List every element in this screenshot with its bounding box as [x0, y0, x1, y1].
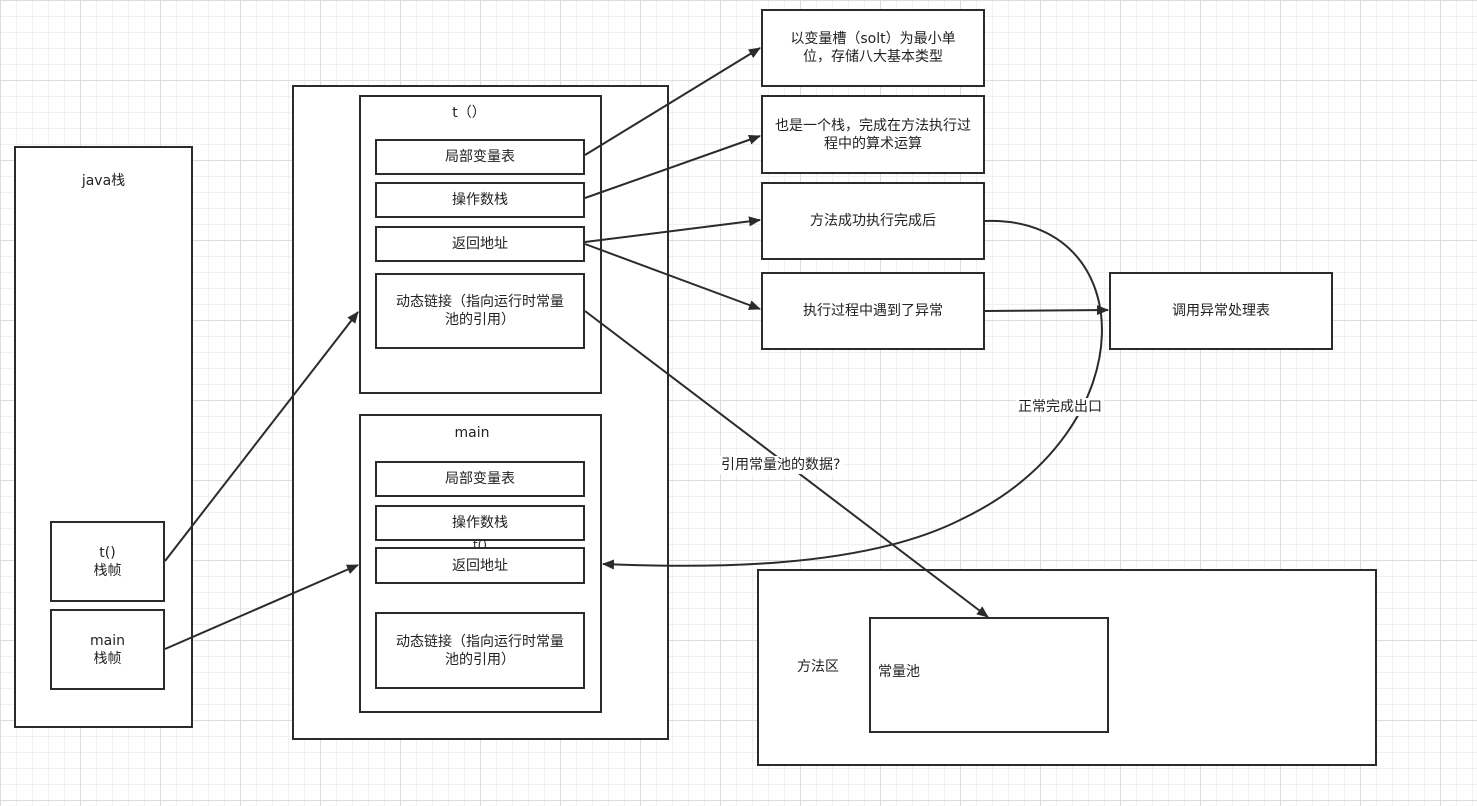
- constant-pool-label: 常量池: [878, 664, 920, 680]
- edge-label-const-ref: 引用常量池的数据?: [719, 456, 843, 474]
- frame-main-local-vars[interactable]: 局部变量表: [375, 461, 585, 497]
- note-exception-table[interactable]: 调用异常处理表: [1109, 272, 1333, 350]
- stack-frame-main[interactable]: main 栈帧: [50, 609, 165, 690]
- frame-main-operand-stack[interactable]: 操作数栈: [375, 505, 585, 541]
- frame-main-title: main: [454, 425, 490, 441]
- stack-frame-t-suffix: 栈帧: [93, 562, 122, 579]
- frame-t-operand-stack[interactable]: 操作数栈: [375, 182, 585, 218]
- stack-frame-main-name: main: [90, 632, 125, 649]
- note-operand[interactable]: 也是一个栈，完成在方法执行过程中的算术运算: [761, 95, 985, 174]
- frame-t-title: t（）: [452, 105, 486, 121]
- note-success[interactable]: 方法成功执行完成后: [761, 182, 985, 260]
- java-stack-title: java栈: [81, 173, 126, 189]
- constant-pool[interactable]: [869, 617, 1109, 733]
- edge-label-normal-exit: 正常完成出口: [1016, 398, 1104, 416]
- stack-frame-t-name: t(): [99, 544, 116, 561]
- note-slot[interactable]: 以变量槽（solt）为最小单位，存储八大基本类型: [761, 9, 985, 87]
- stack-frame-t[interactable]: t() 栈帧: [50, 521, 165, 602]
- frame-t-local-vars[interactable]: 局部变量表: [375, 139, 585, 175]
- frame-t-return-addr[interactable]: 返回地址: [375, 226, 585, 262]
- stack-frame-main-suffix: 栈帧: [93, 650, 122, 667]
- frame-t-dynamic-link[interactable]: 动态链接（指向运行时常量池的引用）: [375, 273, 585, 349]
- method-area-title: 方法区: [797, 659, 839, 675]
- edge-exception-to-table: [984, 305, 1109, 316]
- frame-main-dynamic-link[interactable]: 动态链接（指向运行时常量池的引用）: [375, 612, 585, 689]
- frame-main-return-addr[interactable]: 返回地址: [375, 547, 585, 584]
- note-exception[interactable]: 执行过程中遇到了异常: [761, 272, 985, 350]
